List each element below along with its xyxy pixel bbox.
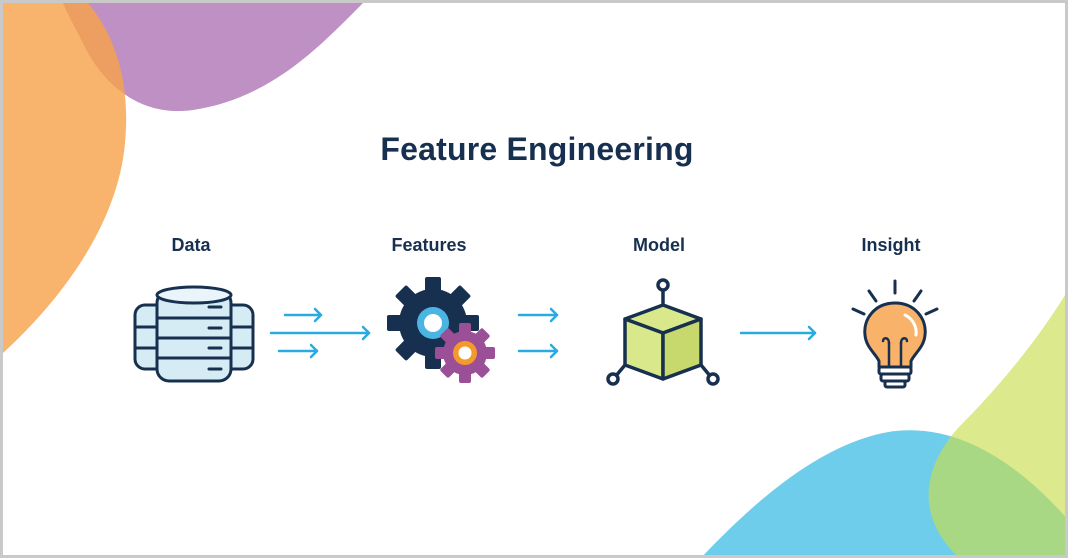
- page-title: Feature Engineering: [380, 131, 694, 167]
- model-cube-icon: [606, 278, 720, 386]
- purple-blob: [63, 3, 363, 112]
- database-icon: [133, 285, 255, 383]
- orange-blob: [3, 3, 127, 353]
- lightbulb-icon: [851, 279, 939, 389]
- green-blob: [928, 295, 1065, 555]
- stage-label-features: Features: [391, 235, 467, 255]
- background-decoration: [3, 3, 1065, 555]
- stage-label-insight: Insight: [861, 235, 921, 255]
- stage-label-data: Data: [171, 235, 211, 255]
- arrows-data-to-features: [269, 307, 371, 359]
- gears-icon: [387, 277, 495, 383]
- stage-label-model: Model: [633, 235, 685, 255]
- arrows-features-to-model: [517, 307, 559, 359]
- arrow-model-to-insight: [739, 325, 817, 341]
